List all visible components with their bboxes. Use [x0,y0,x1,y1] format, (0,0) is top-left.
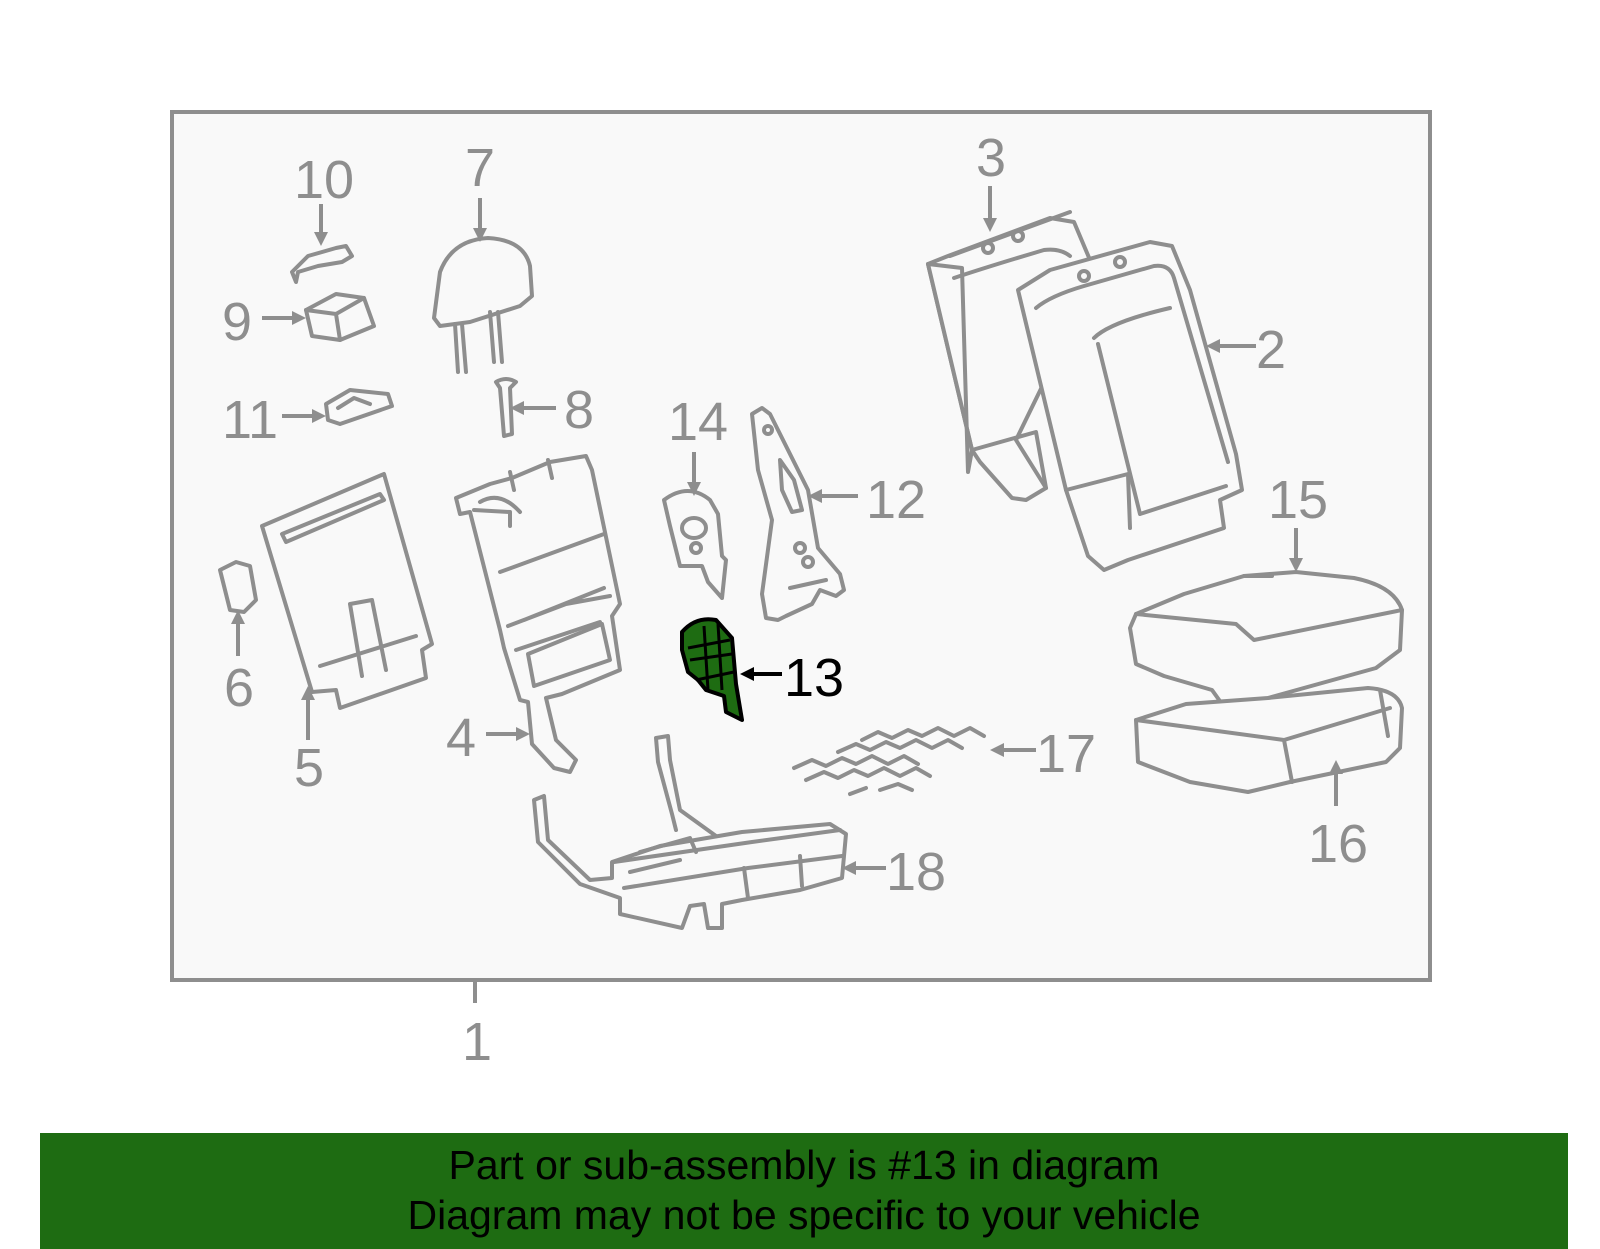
callout-5[interactable]: 5 [294,738,324,798]
part-8-guide[interactable] [494,377,518,438]
part-6-clip[interactable] [218,560,258,614]
part-18-seat-frame[interactable] [532,734,848,930]
callout-13-arrowhead [740,667,754,681]
callout-11[interactable]: 11 [222,390,278,450]
callout-2-arrowhead [1206,339,1220,353]
callout-2[interactable]: 2 [1256,320,1286,380]
part-2-back-cushion[interactable] [1016,240,1244,572]
callout-18-arrowhead [842,861,856,875]
callout-4-arrowhead [516,727,530,741]
callout-6[interactable]: 6 [224,658,254,718]
callout-15-arrowhead [1289,558,1303,572]
callout-11-arrowhead [312,409,326,423]
part-11-bracket[interactable] [324,388,394,426]
callout-16-arrowhead [1329,760,1343,774]
callout-18[interactable]: 18 [886,842,946,902]
callout-15[interactable]: 15 [1268,470,1328,530]
callout-7[interactable]: 7 [465,138,495,198]
callout-10-arrowhead [314,232,328,246]
callout-9[interactable]: 9 [222,292,252,352]
callout-17[interactable]: 17 [1036,724,1096,784]
callout-12-arrowhead [808,489,822,503]
part-17-springs[interactable] [792,726,986,796]
banner-line-1: Part or sub-assembly is #13 in diagram [448,1142,1160,1188]
callout-14-arrowhead [687,482,701,496]
part-13-bracket[interactable] [680,617,744,722]
callout-3[interactable]: 3 [976,128,1006,188]
callout-9-arrowhead [292,311,306,325]
callout-3-arrowhead [983,218,997,232]
callout-14[interactable]: 14 [668,392,728,452]
part-12-hinge-bracket[interactable] [750,406,846,622]
callout-5-arrowhead [301,686,315,700]
part-15-cushion-cover[interactable] [1128,570,1404,720]
callout-13[interactable]: 13 [784,648,844,708]
part-4-back-frame[interactable] [454,454,622,774]
callout-8-arrowhead [510,401,524,415]
part-7-headrest[interactable] [432,236,534,374]
callout-10[interactable]: 10 [294,150,354,210]
callout-6-arrowhead [231,610,245,624]
callout-17-arrowhead [990,743,1004,757]
callout-1[interactable]: 1 [462,1012,492,1072]
callout-4[interactable]: 4 [446,708,476,768]
part-10-handle[interactable] [290,244,354,284]
part-14-hinge-cover[interactable] [662,489,728,600]
part-5-back-panel[interactable] [260,472,434,710]
callout-16[interactable]: 16 [1308,814,1368,874]
banner-line-2: Diagram may not be specific to your vehi… [407,1192,1201,1238]
callout-8[interactable]: 8 [564,380,594,440]
info-banner: Part or sub-assembly is #13 in diagram D… [40,1133,1568,1249]
callout-12[interactable]: 12 [866,470,926,530]
part-9-block[interactable] [304,292,376,342]
callout-7-arrowhead [473,228,487,242]
